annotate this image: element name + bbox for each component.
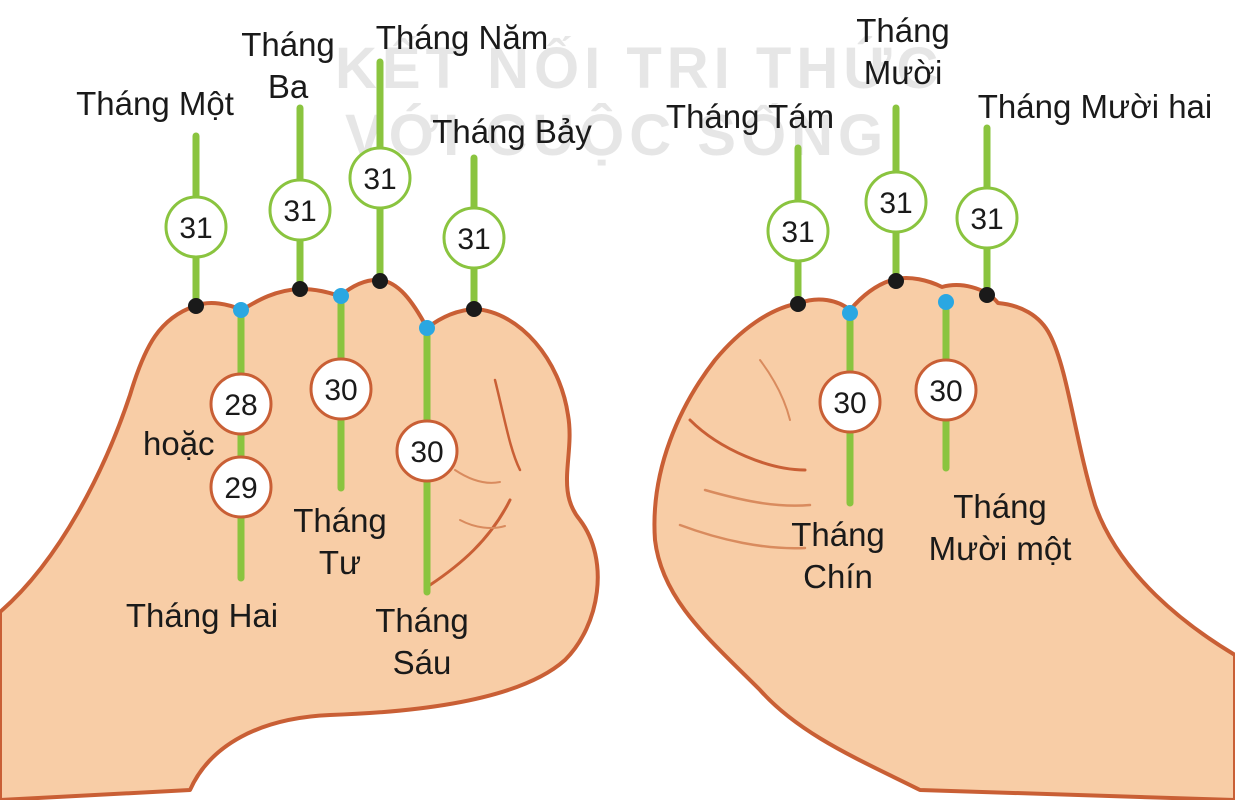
month-label: Sáu: [393, 644, 452, 681]
day-count-circle: [766, 199, 830, 263]
month-label: Tháng Bảy: [432, 113, 592, 150]
day-count-circle: [268, 178, 332, 242]
day-count-label: 28: [224, 389, 257, 422]
day-count-label: 31: [879, 187, 912, 220]
knuckle-dot: [888, 273, 904, 289]
or-label: hoặc: [143, 425, 215, 462]
day-count-label: 31: [363, 163, 396, 196]
knuckle-dot: [372, 273, 388, 289]
month-label: Tháng: [856, 12, 950, 49]
month-label: Tháng Tám: [666, 98, 834, 135]
day-count-circle: [348, 146, 412, 210]
month-label: Tháng Năm: [376, 19, 548, 56]
day-count-label: 31: [781, 216, 814, 249]
groove-dot: [419, 320, 435, 336]
day-count-circle: [209, 455, 273, 519]
day-count-circle: [442, 206, 506, 270]
month-label: Tháng Hai: [126, 597, 278, 634]
month-label: Mười: [864, 54, 943, 91]
watermark: KẾT NỐI TRI THỨC VỚI CUỘC SỐNG: [335, 36, 943, 168]
day-count-circle: [914, 358, 978, 422]
month-label: Tháng Một: [76, 85, 234, 122]
day-count-circle: [864, 170, 928, 234]
knuckle-dot: [292, 281, 308, 297]
groove-dot: [233, 302, 249, 318]
right-finger-crease: [759, 359, 791, 421]
left-fist: [0, 277, 600, 800]
month-label: Tháng: [241, 26, 335, 63]
right-finger-crease: [703, 488, 812, 507]
groove-dot: [938, 294, 954, 310]
day-count-circle: [818, 370, 882, 434]
right-finger-crease: [678, 523, 807, 550]
left-fist-shape: [0, 277, 600, 800]
day-count-label: 31: [179, 212, 212, 245]
month-label: Tháng: [791, 516, 885, 553]
day-count-label: 31: [283, 195, 316, 228]
watermark-line-1: KẾT NỐI TRI THỨC: [335, 36, 943, 101]
left-finger-crease: [459, 519, 506, 529]
day-count-label: 30: [410, 436, 443, 469]
day-count-label: 30: [833, 387, 866, 420]
watermark-line-2: VỚI CUỘC SỐNG: [345, 103, 888, 168]
knuckle-dot: [466, 301, 482, 317]
groove-dot: [333, 288, 349, 304]
knuckle-dot: [188, 298, 204, 314]
day-count-circle: [309, 357, 373, 421]
right-thumb-crease: [688, 418, 807, 472]
day-count-circle: [209, 372, 273, 436]
month-label: Tháng Mười hai: [978, 88, 1213, 125]
groove-dot: [842, 305, 858, 321]
day-count-label: 29: [224, 472, 257, 505]
left-thumb-crease: [493, 378, 522, 472]
knuckle-dot: [790, 296, 806, 312]
month-label: Tháng: [953, 488, 1047, 525]
month-label: Tháng: [293, 502, 387, 539]
month-label: Tư: [319, 544, 361, 581]
month-label: Chín: [803, 558, 873, 595]
left-thumb-crease: [428, 498, 512, 587]
month-label: Ba: [268, 68, 309, 105]
day-count-label: 30: [324, 374, 357, 407]
day-count-label: 31: [970, 203, 1003, 236]
day-count-circle: [164, 195, 228, 259]
month-label: Tháng: [375, 602, 469, 639]
month-label: Mười một: [929, 530, 1072, 567]
day-count-circle: [955, 186, 1019, 250]
day-count-label: 30: [929, 375, 962, 408]
left-finger-crease: [454, 469, 501, 484]
day-count-label: 31: [457, 223, 490, 256]
knuckle-dot: [979, 287, 995, 303]
day-count-circle: [395, 419, 459, 483]
